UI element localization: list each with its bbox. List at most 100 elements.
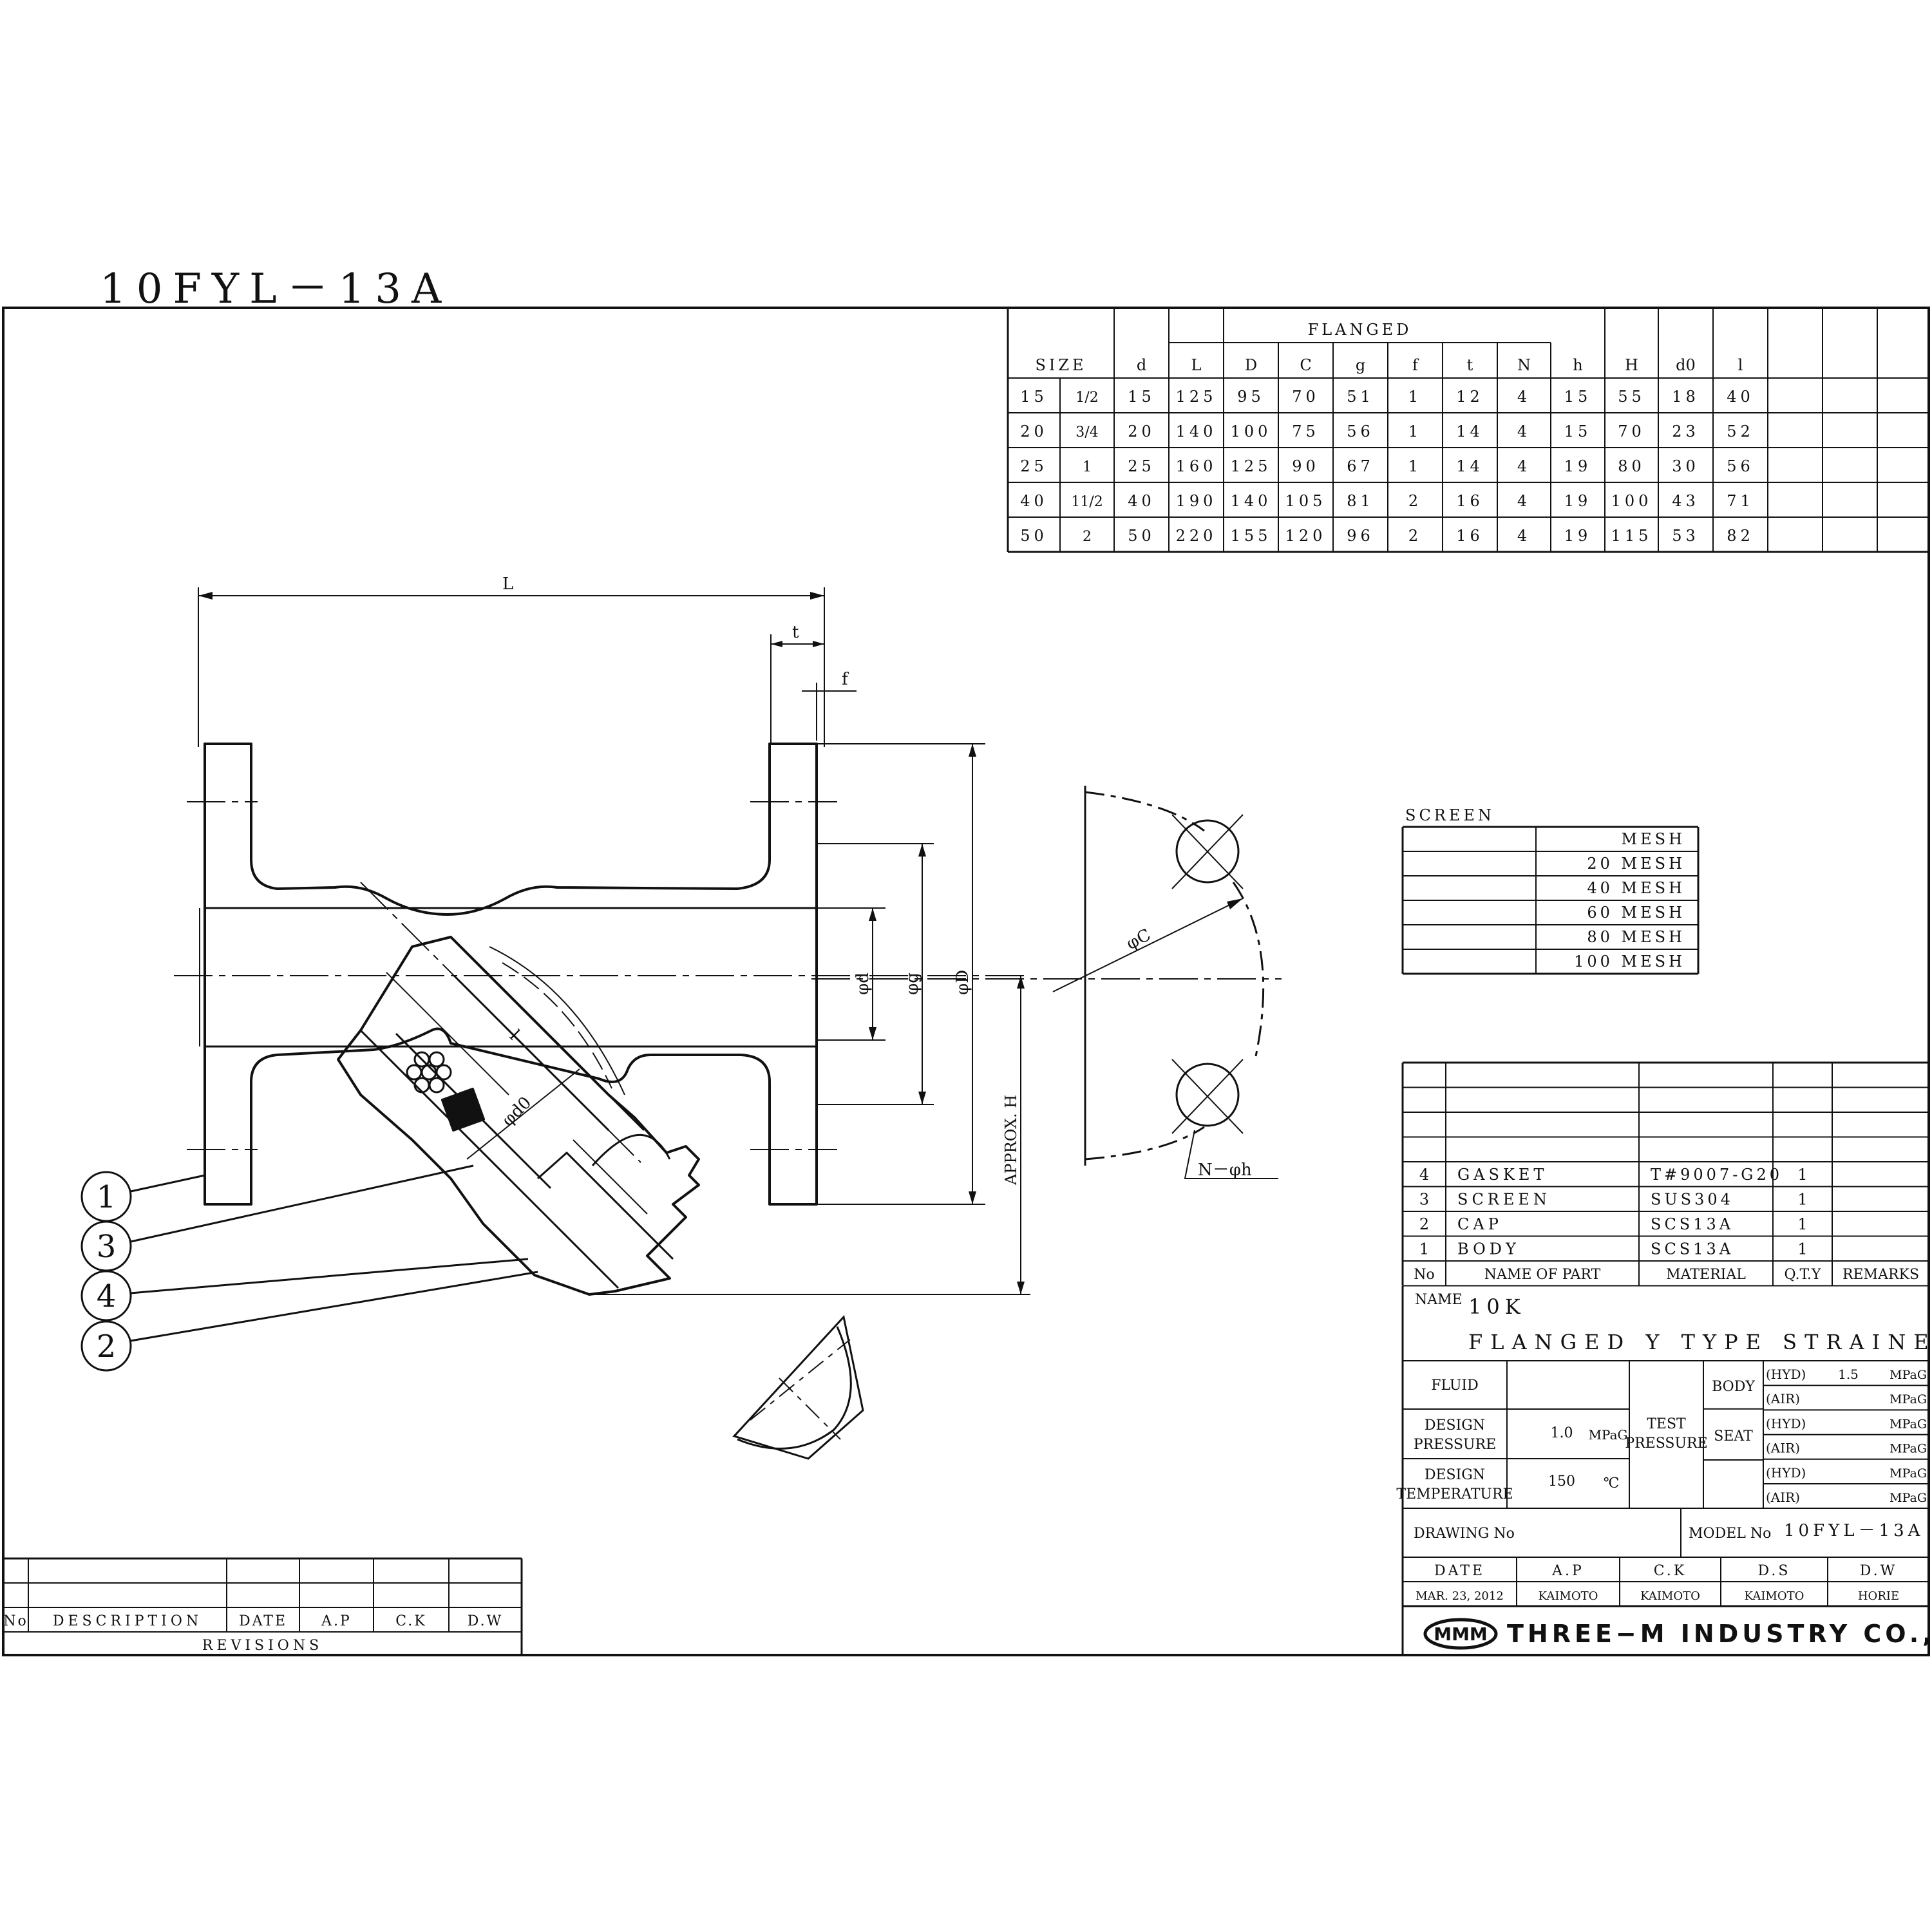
- spec-cell: 81: [1347, 492, 1374, 510]
- pressure-unit: MPaG: [1889, 1392, 1927, 1406]
- spec-cell: 75: [1292, 422, 1320, 440]
- spec-cell: 4: [1517, 492, 1531, 510]
- pressure-unit: MPaG: [1889, 1491, 1927, 1505]
- spec-header-h: h: [1573, 356, 1582, 374]
- dim-phi-g: φg: [903, 972, 922, 995]
- seat-label: SEAT: [1714, 1428, 1753, 1444]
- revision-header: DESCRIPTION: [53, 1613, 202, 1629]
- sheet-border: [2, 307, 1930, 1656]
- part-material: SCS13A: [1651, 1240, 1734, 1258]
- spec-cell: 40: [1128, 492, 1155, 510]
- spec-cell: 40: [1020, 492, 1048, 510]
- balloon-2: 2: [97, 1329, 117, 1365]
- design-pressure-label: DESIGN: [1425, 1417, 1485, 1434]
- screen-header: MESH: [1622, 830, 1685, 848]
- spec-cell: 15: [1128, 388, 1155, 406]
- hyd-label: (HYD): [1766, 1367, 1806, 1382]
- strainer-section-view: [199, 743, 818, 1296]
- spec-cell: 220: [1176, 527, 1217, 545]
- name-label: NAME: [1415, 1292, 1463, 1308]
- pressure-unit: MPaG: [1889, 1417, 1927, 1431]
- test-pressure-label: TEST: [1647, 1416, 1686, 1432]
- pressure-unit: MPaG: [1889, 1442, 1927, 1456]
- revision-header: No: [3, 1613, 28, 1629]
- revisions-footer: REVISIONS: [202, 1638, 323, 1654]
- spec-cell: 1/2: [1075, 390, 1098, 406]
- sign-value: KAIMOTO: [1640, 1589, 1700, 1603]
- flange-bolt-circle-view: [1052, 786, 1278, 1179]
- spec-cell: 155: [1231, 527, 1272, 545]
- dim-phi-d0: φd0: [498, 1093, 536, 1130]
- phi-c-arrow: [1227, 898, 1243, 909]
- part-qty: 1: [1797, 1215, 1807, 1233]
- spec-cell: 70: [1292, 388, 1320, 406]
- spec-cell: 20: [1020, 422, 1048, 440]
- spec-cell: 18: [1672, 388, 1700, 406]
- spec-cell: 50: [1020, 527, 1048, 545]
- sign-value: HORIE: [1858, 1589, 1899, 1603]
- name-line-1: 10K: [1468, 1294, 1526, 1319]
- spec-cell: 56: [1727, 457, 1754, 475]
- part-qty: 1: [1797, 1240, 1807, 1258]
- balloon-3: 3: [97, 1229, 117, 1265]
- spec-cell: 25: [1128, 457, 1155, 475]
- body-hyd-value: 1.5: [1838, 1367, 1859, 1382]
- balloon-1: 1: [97, 1179, 117, 1215]
- hyd-label: (HYD): [1766, 1416, 1806, 1431]
- spec-cell: 4: [1517, 457, 1531, 475]
- spec-cell: 1: [1408, 388, 1422, 406]
- spec-cell: 19: [1564, 527, 1592, 545]
- part-qty: 1: [1797, 1191, 1807, 1209]
- fluid-label: FLUID: [1431, 1378, 1479, 1394]
- revision-header: D.W: [468, 1613, 503, 1629]
- company-name: THREE−M INDUSTRY CO.,LTD.: [1507, 1620, 1932, 1648]
- part-qty: 1: [1797, 1166, 1807, 1184]
- dim-f: f: [842, 670, 849, 689]
- part-name: SCREEN: [1457, 1191, 1551, 1209]
- design-temp-unit: ℃: [1604, 1475, 1620, 1492]
- spec-cell: 70: [1618, 422, 1645, 440]
- drawing-no-label: DRAWING No: [1414, 1526, 1515, 1542]
- part-material: T#9007-G20: [1651, 1166, 1783, 1184]
- design-pressure-value: 1.0: [1551, 1425, 1573, 1441]
- spec-cell: 67: [1347, 457, 1374, 475]
- spec-cell: 160: [1176, 457, 1217, 475]
- spec-cell: 105: [1285, 492, 1327, 510]
- parts-header-no: No: [1414, 1267, 1435, 1283]
- spec-cell: 140: [1176, 422, 1217, 440]
- sign-value: KAIMOTO: [1539, 1589, 1598, 1603]
- model-title: 10FYL－13A: [100, 265, 451, 313]
- spec-cell: 3/4: [1075, 424, 1098, 440]
- parts-header-qty: Q.T.Y: [1785, 1267, 1821, 1283]
- part-name: CAP: [1457, 1215, 1502, 1233]
- spec-cell: 19: [1564, 492, 1592, 510]
- spec-cell: 2: [1408, 492, 1422, 510]
- spec-cell: 12: [1456, 388, 1484, 406]
- dimension-labels: L t f φd φg φD APPROX. H l φd0: [498, 574, 1020, 1186]
- dim-phi-D: φD: [953, 970, 972, 995]
- pressure-unit: MPaG: [1889, 1466, 1927, 1481]
- model-no-label: MODEL No: [1689, 1526, 1771, 1542]
- parts-header-material: MATERIAL: [1666, 1267, 1746, 1283]
- spec-cell: 95: [1237, 388, 1265, 406]
- spec-cell: 120: [1285, 527, 1327, 545]
- parts-header-remarks: REMARKS: [1842, 1267, 1919, 1283]
- parts-header-name: NAME OF PART: [1484, 1267, 1601, 1283]
- spec-cell: 25: [1020, 457, 1048, 475]
- spec-cell: 2: [1408, 527, 1422, 545]
- spec-header-D: D: [1245, 356, 1257, 374]
- spec-cell: 1: [1408, 422, 1422, 440]
- spec-cell: 4: [1517, 527, 1531, 545]
- sign-header: D.S: [1758, 1563, 1791, 1579]
- spec-cell: 50: [1128, 527, 1155, 545]
- spec-cell: 15: [1564, 388, 1592, 406]
- spec-cell: 43: [1672, 492, 1700, 510]
- design-temp-label: TEMPERATURE: [1396, 1486, 1513, 1502]
- design-pressure-label: PRESSURE: [1414, 1437, 1496, 1453]
- design-temp-value: 150: [1548, 1473, 1575, 1490]
